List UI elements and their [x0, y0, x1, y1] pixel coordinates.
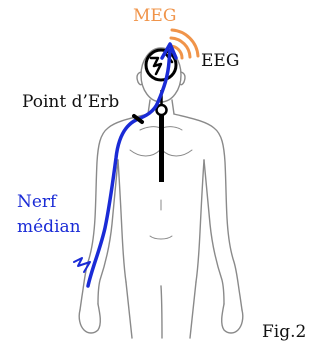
inner-arm-left: [98, 160, 118, 304]
inner-arm-right: [204, 160, 224, 304]
stimulus-bolt-icon: [74, 258, 90, 272]
probe-rod: [159, 112, 164, 182]
nerve-line: [88, 50, 170, 286]
hips-outline: [126, 282, 196, 338]
label-nerf: Nerf: [17, 192, 58, 212]
label-meg: MEG: [133, 6, 176, 26]
eeg-cap: [146, 50, 176, 80]
hand-right: [222, 304, 243, 333]
abdomen-detail: [150, 200, 172, 239]
probe-ring: [157, 105, 167, 115]
label-eeg: EEG: [201, 51, 239, 71]
figure-caption: Fig.2: [262, 322, 306, 342]
label-erb-point: Point d’Erb: [22, 92, 119, 112]
hand-left: [79, 304, 100, 333]
eeg-bolt-icon: [151, 58, 161, 74]
label-median: médian: [17, 217, 81, 237]
